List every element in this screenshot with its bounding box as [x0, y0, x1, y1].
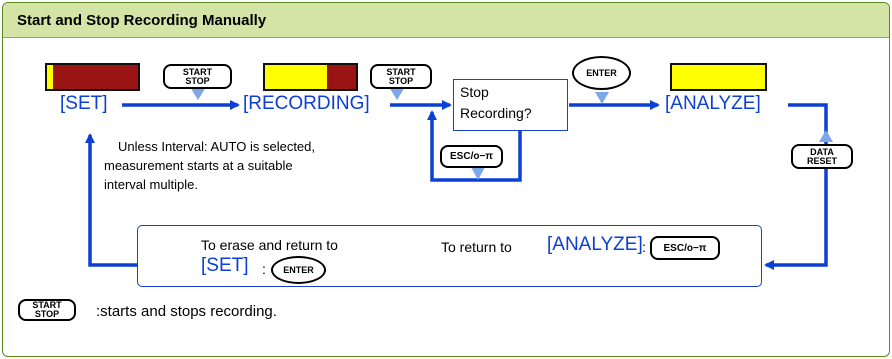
indicator-recording: [263, 63, 358, 91]
pointer-start-stop-1: [190, 87, 206, 100]
note-line2: measurement starts at a suitable: [104, 158, 293, 173]
state-set: [SET]: [60, 93, 108, 114]
stop-prompt-line1: Stop: [460, 84, 489, 100]
arrow-bottom-to-set: [85, 133, 137, 267]
start-stop-key[interactable]: START STOP: [18, 299, 76, 321]
indicator-analyze: [670, 63, 767, 91]
key-label-start: START: [386, 66, 416, 77]
key-label-reset: RESET: [806, 155, 837, 166]
legend-text: :starts and stops recording.: [96, 303, 277, 320]
return-colon: :: [642, 239, 646, 255]
indicator-set: [45, 63, 140, 91]
diagram-title: Start and Stop Recording Manually: [17, 12, 267, 29]
esc-key[interactable]: ESC/o−π: [650, 236, 720, 260]
state-analyze: [ANALYZE]: [665, 93, 761, 114]
key-label-stop: STOP: [185, 75, 210, 86]
title-bar: Start and Stop Recording Manually: [3, 3, 889, 38]
key-label-data: DATA: [810, 146, 834, 157]
pointer-enter: [595, 92, 609, 104]
return-analyze-label: [ANALYZE]: [547, 234, 643, 255]
esc-key-label: ESC/o−π: [663, 242, 707, 254]
start-stop-key[interactable]: START STOP: [163, 64, 232, 89]
stop-prompt-line2: Recording?: [460, 105, 532, 121]
return-text: To return to: [441, 239, 512, 255]
data-reset-key[interactable]: DATA RESET: [791, 144, 853, 169]
enter-key[interactable]: ENTER: [572, 56, 631, 90]
erase-set-label: [SET]: [201, 255, 249, 276]
erase-text: To erase and return to: [201, 237, 338, 253]
note-line3: interval multiple.: [104, 177, 198, 192]
stop-recording-prompt: Stop Recording?: [453, 79, 568, 131]
note-line1: Unless Interval: AUTO is selected,: [118, 139, 316, 154]
key-label-start: START: [182, 66, 213, 77]
erase-colon: :: [262, 261, 266, 277]
key-label-stop: STOP: [388, 75, 414, 86]
arrow-esc-loopback: [427, 110, 522, 182]
esc-key-label: ESC/o−π: [450, 151, 493, 162]
start-stop-key[interactable]: START STOP: [370, 64, 432, 89]
state-recording: [RECORDING]: [243, 93, 370, 114]
key-label-start: START: [32, 300, 62, 310]
pointer-start-stop-2: [389, 87, 405, 100]
enter-key[interactable]: ENTER: [271, 256, 326, 284]
esc-key[interactable]: ESC/o−π: [440, 145, 503, 168]
interval-note: Unless Interval: AUTO is selected, measu…: [104, 137, 404, 194]
pointer-data-reset: [819, 130, 833, 142]
pointer-esc: [471, 167, 485, 180]
arrow-analyze-to-bottom: [764, 103, 828, 270]
key-label-stop: STOP: [34, 309, 60, 319]
